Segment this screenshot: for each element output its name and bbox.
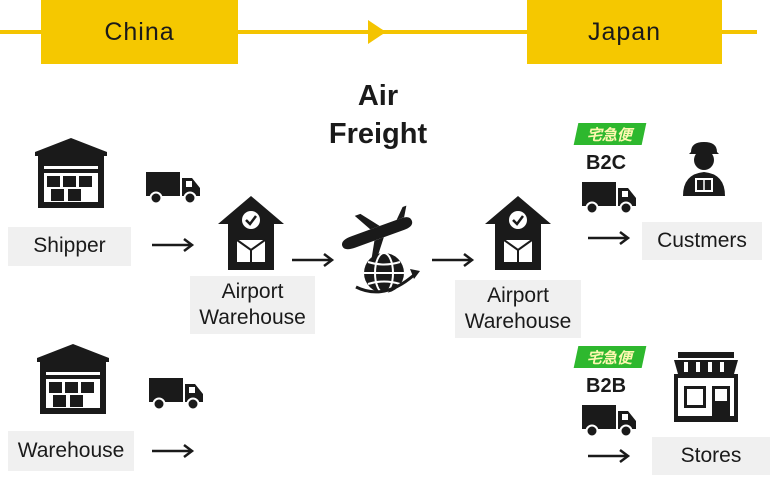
b2c-service-badge: 宅急便 (573, 123, 647, 145)
arrow-icon (588, 231, 631, 245)
arrow-icon (432, 253, 475, 267)
delivery-person-icon (683, 142, 725, 196)
airport-warehouse-destination-label: Airport Warehouse (455, 280, 581, 338)
truck-icon (582, 405, 636, 438)
air-freight-title: Air Freight (298, 78, 458, 153)
b2b-service-text: 宅急便 (587, 349, 633, 367)
truck-icon (146, 172, 200, 205)
customers-label: Custmers (642, 222, 762, 260)
b2b-service-badge: 宅急便 (573, 346, 647, 368)
route-arrow-icon (368, 20, 386, 44)
storefront-icon (674, 352, 738, 422)
arrow-icon (152, 444, 195, 458)
truck-icon (582, 182, 636, 215)
airport-dest-line-2: Warehouse (464, 310, 572, 333)
airport-origin-line-2: Warehouse (199, 306, 306, 329)
title-line-1: Air (357, 80, 399, 112)
arrow-icon (152, 238, 195, 252)
truck-icon (149, 378, 203, 411)
warehouse-icon (37, 344, 109, 414)
airport-dest-line-1: Airport (487, 283, 549, 307)
warehouse-label: Warehouse (8, 431, 134, 471)
title-line-2: Freight (328, 117, 428, 150)
airport-warehouse-origin-label: Airport Warehouse (190, 276, 315, 334)
warehouse-icon (35, 138, 107, 208)
origin-country-label: China (41, 0, 238, 64)
secure-warehouse-icon (218, 196, 284, 270)
airport-origin-line-1: Airport (221, 279, 284, 303)
shipper-label: Shipper (8, 227, 131, 266)
arrow-icon (588, 449, 631, 463)
b2c-code: B2C (586, 152, 627, 174)
airplane-globe-icon (341, 205, 420, 294)
arrow-icon (292, 253, 335, 267)
b2b-code: B2B (586, 375, 627, 397)
secure-warehouse-icon (485, 196, 551, 270)
destination-country-label: Japan (527, 0, 722, 64)
b2c-service-text: 宅急便 (587, 126, 633, 144)
stores-label: Stores (652, 437, 770, 475)
